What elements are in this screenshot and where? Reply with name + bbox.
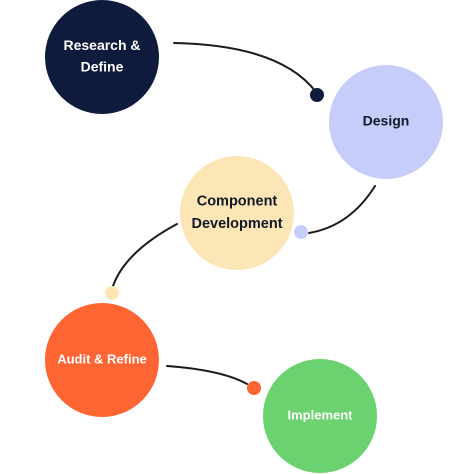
stage-label-audit: Audit & Refine [57,351,147,366]
connector-layer [112,42,376,385]
stage-circle-component [180,156,294,270]
connector-component-to-audit [112,223,178,287]
stage-circle-implement [263,359,377,473]
stage-layer: Research & DefineDesignComponentDevelopme… [45,0,443,473]
connector-dot-audit [105,286,119,300]
stage-label-design: Design [363,113,410,129]
connector-design-to-component [308,185,376,234]
stage-circle-design [329,65,443,179]
connector-dot-implement [247,381,261,395]
connector-dot-layer [105,88,324,395]
stage-node-research: Research & Define [45,0,159,114]
connector-audit-to-implement [166,365,248,385]
stage-label-research-line-2: Define [81,59,124,75]
connector-research-to-design [173,42,317,93]
stage-label-implement: Implement [287,407,353,422]
stage-node-audit: Audit & Refine [45,303,159,417]
stage-node-design: Design [329,65,443,179]
stage-circle-research [45,0,159,114]
connector-dot-component [294,225,308,239]
connector-dot-design [310,88,324,102]
stage-label-component-line-2: Development [191,216,282,232]
stage-node-implement: Implement [263,359,377,473]
stage-label-component-line-1: Component [197,194,278,210]
stage-label-research-line-1: Research & [63,37,140,53]
stage-circle-audit [45,303,159,417]
